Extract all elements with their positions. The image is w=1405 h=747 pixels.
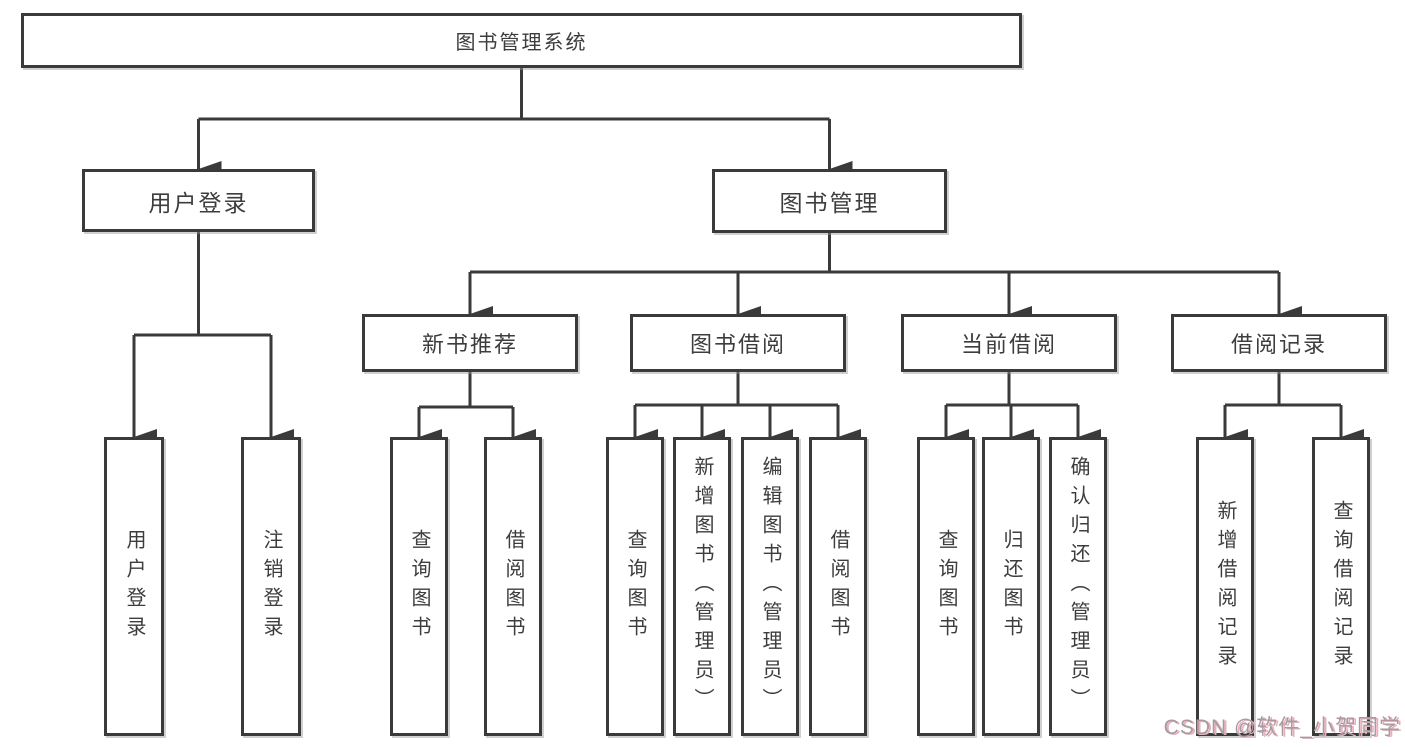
node-user-login-action: 用户登录	[104, 437, 164, 736]
node-label: 新增借阅记录	[1214, 499, 1236, 674]
node-label: 图书管理系统	[455, 32, 588, 54]
node-root-system: 图书管理系统	[21, 13, 1022, 68]
node-label: 当前借阅	[960, 332, 1057, 357]
node-current-borrow: 当前借阅	[901, 314, 1117, 372]
node-current-query-book: 查询图书	[917, 437, 975, 736]
node-label: 图书借阅	[689, 332, 786, 357]
node-label: 归还图书	[1000, 528, 1022, 645]
node-label: 编辑图书（管理员）	[759, 456, 781, 717]
node-borrow-book-action: 借阅图书	[809, 437, 867, 736]
node-confirm-return-admin: 确认归还（管理员）	[1049, 437, 1107, 736]
node-user-login: 用户登录	[82, 169, 315, 232]
node-label: 新增图书（管理员）	[691, 456, 713, 717]
node-borrow-query-book: 查询图书	[606, 437, 664, 736]
node-logout: 注销登录	[241, 437, 301, 736]
node-recommend-borrow-book: 借阅图书	[484, 437, 542, 736]
node-label: 借阅记录	[1230, 332, 1327, 357]
node-add-book-admin: 新增图书（管理员）	[673, 437, 731, 736]
node-label: 图书管理	[779, 190, 880, 216]
node-label: 借阅图书	[502, 528, 524, 645]
node-book-borrow: 图书借阅	[630, 314, 846, 372]
node-label: 用户登录	[123, 528, 145, 645]
node-book-management: 图书管理	[712, 169, 947, 233]
node-recommend-query-book: 查询图书	[390, 437, 448, 736]
node-edit-book-admin: 编辑图书（管理员）	[741, 437, 799, 736]
csdn-watermark: CSDN @软件_小贺同学	[1163, 716, 1401, 739]
node-label: 查询借阅记录	[1330, 499, 1352, 674]
node-label: 确认归还（管理员）	[1067, 456, 1089, 717]
node-label: 注销登录	[260, 528, 282, 645]
node-label: 查询图书	[935, 528, 957, 645]
node-query-borrow-record: 查询借阅记录	[1312, 437, 1370, 736]
node-label: 查询图书	[408, 528, 430, 645]
node-add-borrow-record: 新增借阅记录	[1196, 437, 1254, 736]
node-label: 新书推荐	[421, 332, 518, 357]
node-borrow-records: 借阅记录	[1171, 314, 1387, 372]
node-label: 用户登录	[148, 189, 249, 216]
node-label: 查询图书	[624, 528, 646, 645]
node-label: 借阅图书	[827, 528, 849, 645]
node-new-book-recommend: 新书推荐	[362, 314, 578, 372]
node-return-book: 归还图书	[982, 437, 1040, 736]
